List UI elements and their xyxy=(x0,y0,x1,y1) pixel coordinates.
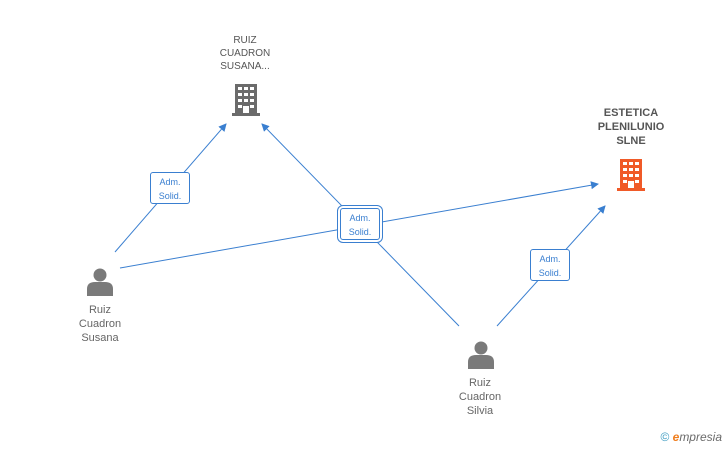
person-name-silvia[interactable]: Ruiz Cuadron Silvia xyxy=(458,377,502,417)
brand-logo-text: mpresia xyxy=(679,430,722,444)
edge-label-silvia-estetica: Adm. Solid. xyxy=(530,249,570,281)
building-icon-estetica[interactable] xyxy=(617,159,645,191)
edge-label-susana-ruiz: Adm. Solid. xyxy=(150,172,190,204)
edge-label-center: Adm. Solid. xyxy=(340,208,380,240)
edge-label-line1: Adm. xyxy=(539,254,561,264)
building-icon-ruiz[interactable] xyxy=(232,84,260,116)
person-name-susana[interactable]: Ruiz Cuadron Susana xyxy=(78,304,122,344)
person-icon-silvia[interactable] xyxy=(468,341,494,370)
company-name-estetica[interactable]: ESTETICA PLENILUNIO SLNE xyxy=(597,107,665,147)
edge-label-line2: Solid. xyxy=(348,227,372,237)
copyright-symbol: © xyxy=(660,430,670,444)
edge-label-line2: Solid. xyxy=(158,191,182,201)
person-icon-susana[interactable] xyxy=(87,268,113,297)
empresia-watermark: © empresia xyxy=(660,430,722,444)
company-name-ruiz[interactable]: RUIZ CUADRON SUSANA... xyxy=(219,35,271,72)
brand-logo-e: e xyxy=(672,430,680,444)
edge-label-line1: Adm. xyxy=(159,177,181,187)
edge-label-line1: Adm. xyxy=(349,213,371,223)
edge-label-line2: Solid. xyxy=(538,268,562,278)
